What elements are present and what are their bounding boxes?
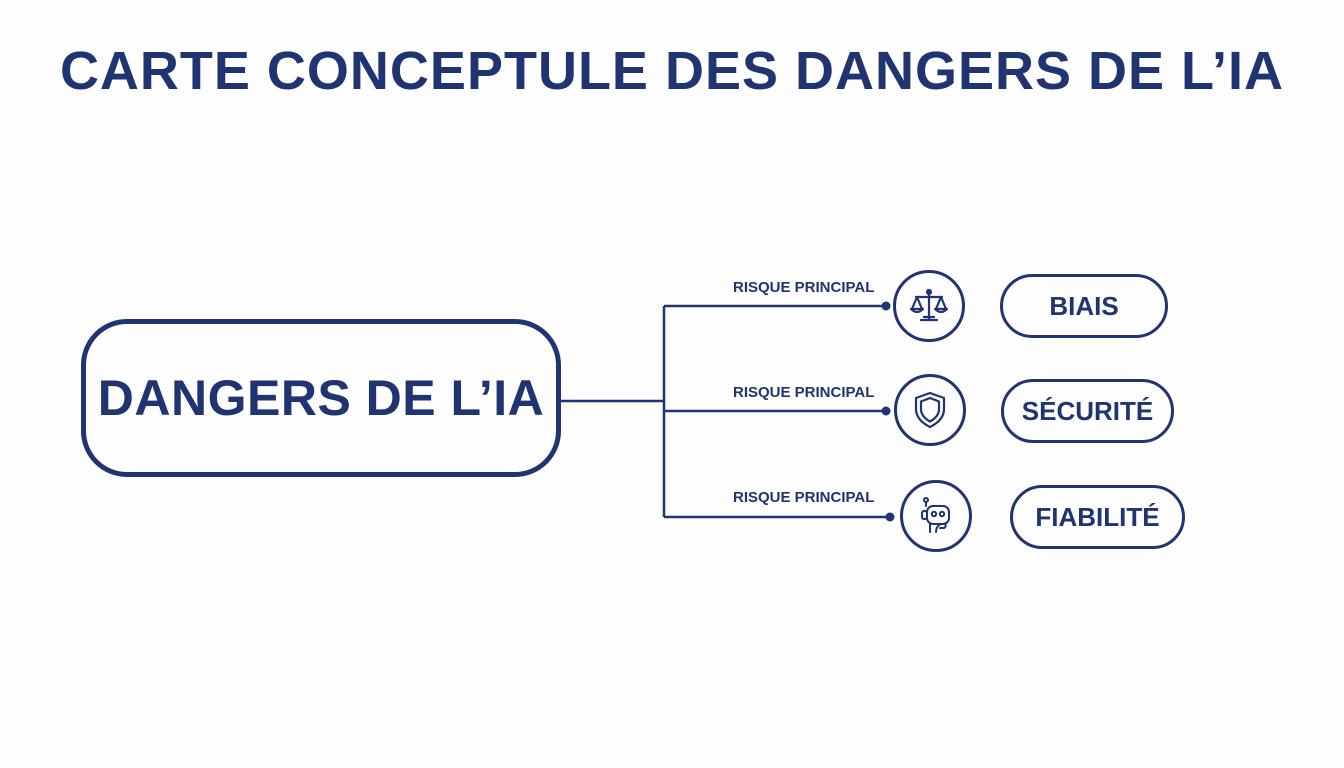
robot-head-icon bbox=[900, 480, 972, 552]
branch-label-3: RISQUE PRINCIPAL bbox=[733, 489, 875, 506]
branch-label-1: RISQUE PRINCIPAL bbox=[733, 279, 875, 296]
node-biais: BIAIS bbox=[1000, 274, 1168, 338]
page-title: CARTE CONCEPTULE DES DANGERS DE L’IA bbox=[59, 41, 1285, 101]
shield-icon bbox=[894, 374, 966, 446]
node-fiabilite: FIABILITÉ bbox=[1010, 485, 1185, 549]
node-securite: SÉCURITÉ bbox=[1001, 379, 1174, 443]
scales-icon bbox=[893, 270, 965, 342]
branch-label-2: RISQUE PRINCIPAL bbox=[733, 384, 875, 401]
connector-dot-3 bbox=[885, 512, 895, 522]
connector-dot-1 bbox=[881, 301, 891, 311]
central-node: DANGERS DE L’IA bbox=[81, 319, 561, 477]
connector-dot-2 bbox=[881, 406, 891, 416]
